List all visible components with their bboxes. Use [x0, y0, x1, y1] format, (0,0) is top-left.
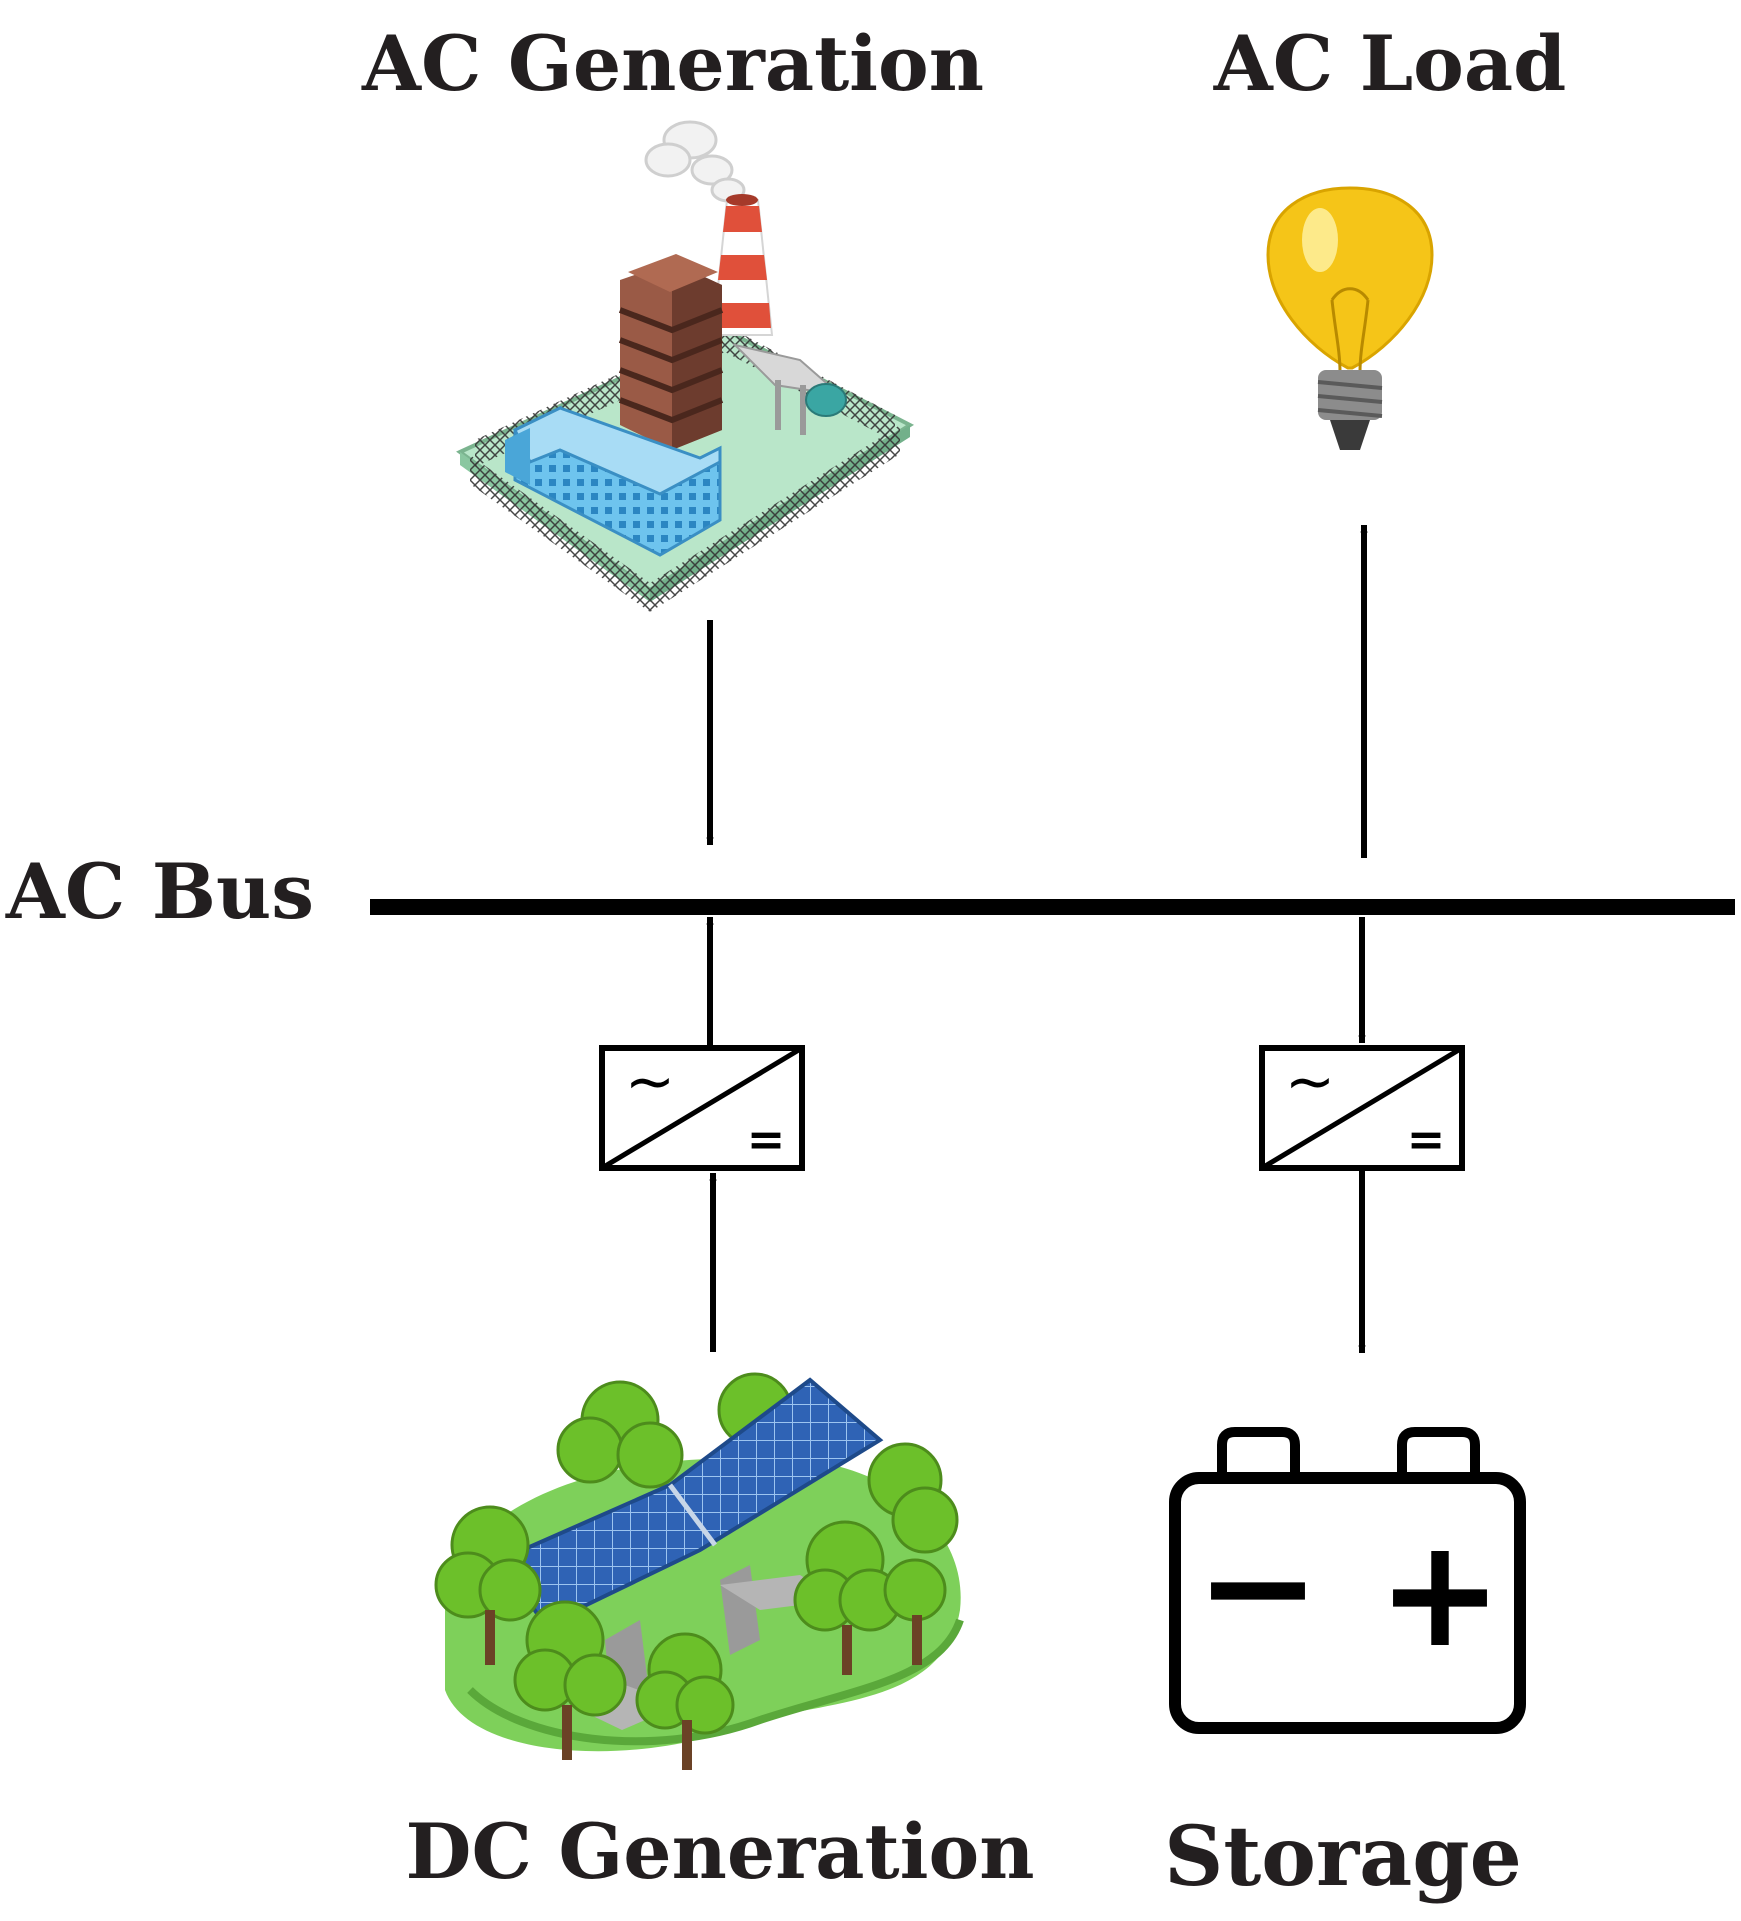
light-bulb-icon: [1266, 186, 1434, 450]
converter-ac-symbol: ~: [1285, 1047, 1335, 1117]
battery-icon: − +: [1169, 1427, 1526, 1734]
converter-dc-symbol: =: [747, 1112, 786, 1166]
storage-label: Storage: [1164, 1809, 1522, 1905]
inverter-icon: ~ =: [599, 1045, 805, 1171]
solar-farm-icon: [434, 1372, 964, 1770]
battery-positive-symbol: +: [1377, 1507, 1503, 1681]
ac-load-label: AC Load: [1213, 19, 1566, 108]
power-plant-icon: [456, 120, 915, 612]
inverter-icon: ~ =: [1259, 1045, 1465, 1171]
ac-generation-label: AC Generation: [361, 19, 984, 108]
ac-bus-label: AC Bus: [5, 847, 314, 936]
converter-ac-symbol: ~: [625, 1047, 675, 1117]
battery-negative-symbol: −: [1195, 1500, 1321, 1674]
dc-generation-label: DC Generation: [406, 1807, 1035, 1896]
converter-dc-symbol: =: [1407, 1112, 1446, 1166]
